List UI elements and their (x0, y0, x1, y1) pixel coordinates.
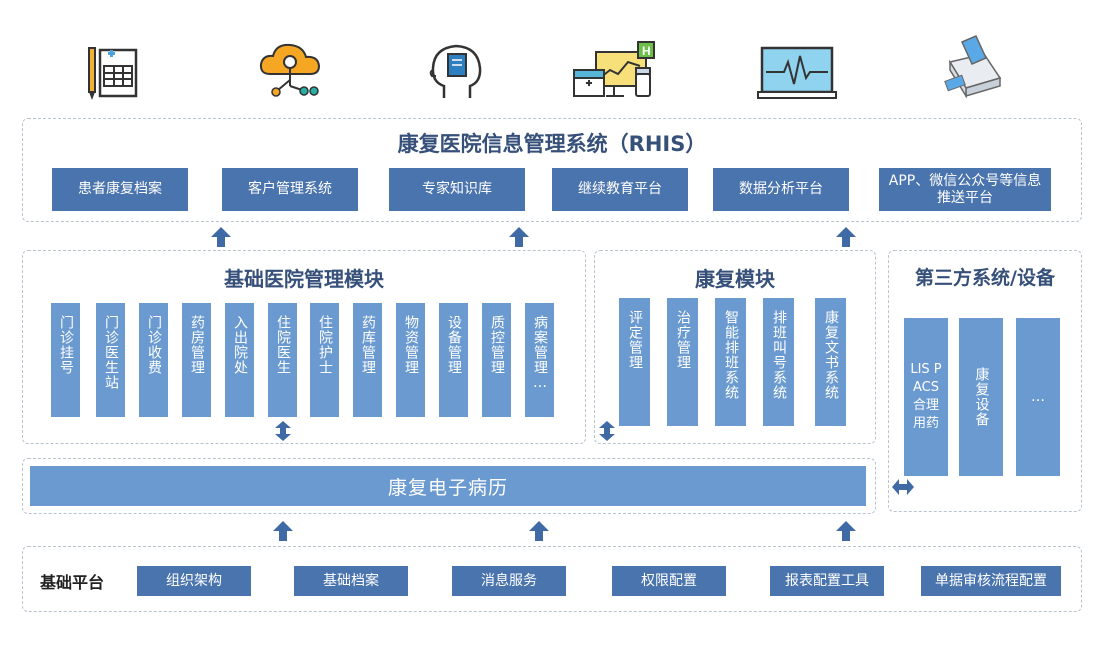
monitor-ecg-icon (756, 44, 838, 106)
rhis-item-data-analysis[interactable]: 数据分析平台 (713, 168, 849, 211)
arrow-up-icon (509, 227, 529, 247)
emr-panel (22, 458, 876, 514)
basic-module-item[interactable]: 住院护士 (310, 303, 339, 417)
rhis-title: 康复医院信息管理系统（RHIS） (397, 132, 707, 156)
basic-module-item[interactable]: 病案管理… (525, 303, 554, 417)
cloud-network-icon (256, 40, 326, 106)
rehab-module-item[interactable]: 治疗管理 (667, 298, 698, 426)
rhis-item-push-platform[interactable]: APP、微信公众号等信息推送平台 (879, 168, 1051, 211)
emr-bar[interactable]: 康复电子病历 (30, 466, 866, 506)
third-party-item-more[interactable]: … (1016, 318, 1060, 476)
arrow-up-icon (836, 521, 856, 541)
brain-book-icon (428, 40, 486, 106)
platform-label: 基础平台 (40, 573, 105, 592)
platform-item-report-tool[interactable]: 报表配置工具 (770, 566, 884, 596)
rehab-module-panel (594, 250, 876, 444)
basic-module-item[interactable]: 质控管理 (482, 303, 511, 417)
platform-item-org[interactable]: 组织架构 (137, 566, 251, 596)
third-party-title: 第三方系统/设备 (915, 267, 1055, 289)
basic-module-item[interactable]: 门诊医生站 (96, 303, 125, 417)
arrow-up-icon (836, 227, 856, 247)
double-arrow-horizontal-icon (892, 479, 914, 495)
card-reader-icon (932, 34, 1006, 108)
basic-module-item[interactable]: 药库管理 (353, 303, 382, 417)
rehab-module-title: 康复模块 (695, 267, 775, 291)
basic-module-panel (22, 250, 586, 444)
rehab-module-item[interactable]: 排班叫号系统 (763, 298, 794, 426)
arrow-up-icon (211, 227, 231, 247)
third-party-panel (888, 250, 1082, 512)
basic-module-item[interactable]: 药房管理 (182, 303, 211, 417)
basic-module-item[interactable]: 门诊挂号 (51, 303, 80, 417)
double-arrow-vertical-icon (275, 421, 291, 441)
document-form-icon (86, 44, 142, 106)
platform-item-archive[interactable]: 基础档案 (294, 566, 408, 596)
basic-module-title: 基础医院管理模块 (224, 267, 384, 291)
third-party-item-lis-pacs[interactable]: LIS PACS 合理用药 (904, 318, 948, 476)
double-arrow-vertical-icon (599, 421, 615, 441)
svg-text:H: H (642, 44, 651, 58)
rhis-item-patient-archive[interactable]: 患者康复档案 (52, 168, 188, 211)
third-party-item-rehab-device[interactable]: 康复设备 (959, 318, 1003, 476)
rhis-item-education-platform[interactable]: 继续教育平台 (552, 168, 688, 211)
basic-module-item[interactable]: 住院医生 (268, 303, 297, 417)
basic-module-item[interactable]: 设备管理 (439, 303, 468, 417)
platform-item-message[interactable]: 消息服务 (452, 566, 566, 596)
rhis-panel (22, 118, 1082, 222)
arrow-up-icon (529, 521, 549, 541)
medical-chart-icon: H (570, 40, 662, 106)
rehab-module-item[interactable]: 康复文书系统 (815, 298, 846, 426)
lis-pacs-label: LIS PACS 合理用药 (910, 362, 942, 431)
platform-panel (22, 546, 1082, 612)
rhis-item-customer-system[interactable]: 客户管理系统 (222, 168, 358, 211)
rehab-module-item[interactable]: 评定管理 (619, 298, 650, 426)
basic-module-item[interactable]: 物资管理 (396, 303, 425, 417)
rhis-item-expert-knowledge[interactable]: 专家知识库 (389, 168, 525, 211)
platform-item-workflow[interactable]: 单据审核流程配置 (921, 566, 1061, 596)
basic-module-item[interactable]: 门诊收费 (139, 303, 168, 417)
rehab-module-item[interactable]: 智能排班系统 (715, 298, 746, 426)
basic-module-item[interactable]: 入出院处 (225, 303, 254, 417)
platform-item-permission[interactable]: 权限配置 (612, 566, 726, 596)
arrow-up-icon (273, 521, 293, 541)
